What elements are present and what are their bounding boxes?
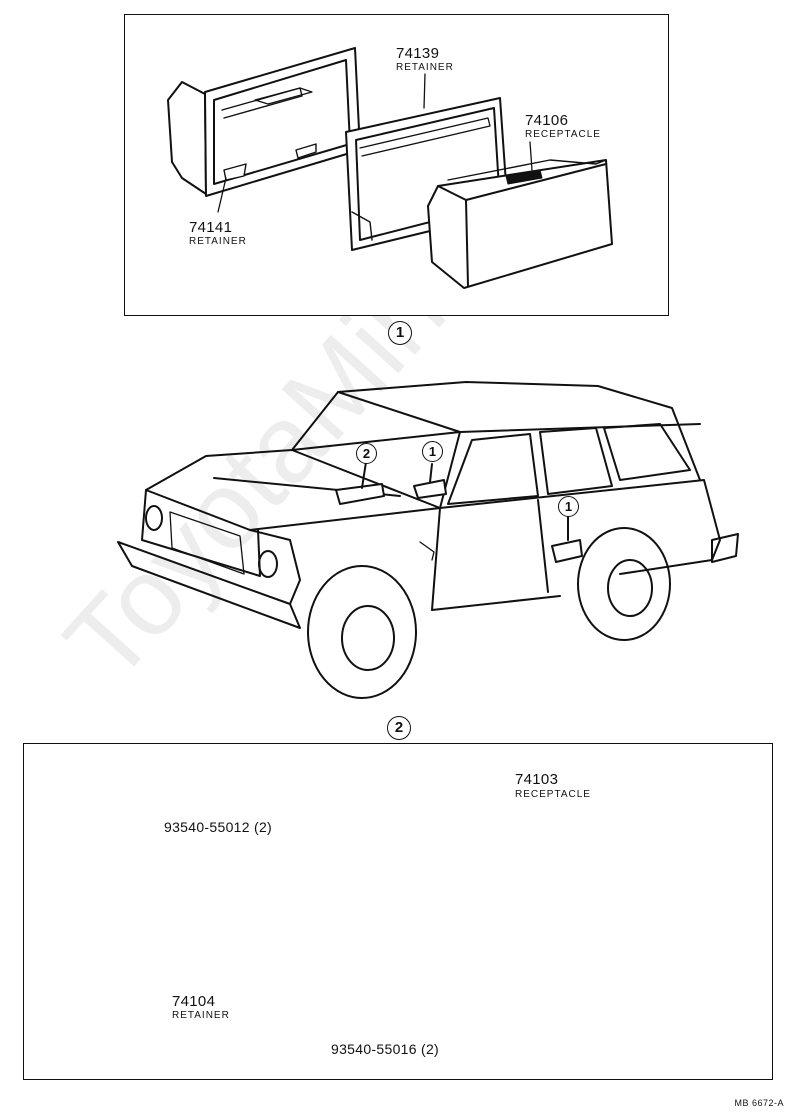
screw-label-lower: 93540-55016 (2) — [331, 1041, 440, 1057]
part-number-74104: 74104 — [172, 993, 216, 1010]
part-number-74141: 74141 — [189, 219, 233, 236]
part-name-74106: RECEPTACLE — [525, 129, 601, 140]
marker-panel-1: 1 — [388, 321, 412, 345]
part-number-74139: 74139 — [396, 45, 440, 62]
receptacle-74106-shape — [427, 159, 613, 289]
retainer-74141-shape — [167, 47, 361, 197]
vehicle-marker-console: 2 — [356, 443, 377, 464]
part-name-74103: RECEPTACLE — [515, 789, 591, 800]
panel-console-ashtray — [23, 743, 773, 1080]
part-number-74103: 74103 — [515, 771, 559, 788]
part-name-74141: RETAINER — [189, 236, 247, 247]
screw-label-upper: 93540-55012 (2) — [164, 819, 273, 835]
part-number-74106: 74106 — [525, 112, 569, 129]
vehicle-marker-front-door: 1 — [422, 441, 443, 462]
vehicle-illustration — [117, 381, 739, 699]
drawing-code: MB 6672-A — [734, 1098, 784, 1108]
vehicle-marker-rear-door: 1 — [558, 496, 579, 517]
marker-panel-2: 2 — [387, 716, 411, 740]
part-name-74104: RETAINER — [172, 1010, 230, 1021]
part-name-74139: RETAINER — [396, 62, 454, 73]
